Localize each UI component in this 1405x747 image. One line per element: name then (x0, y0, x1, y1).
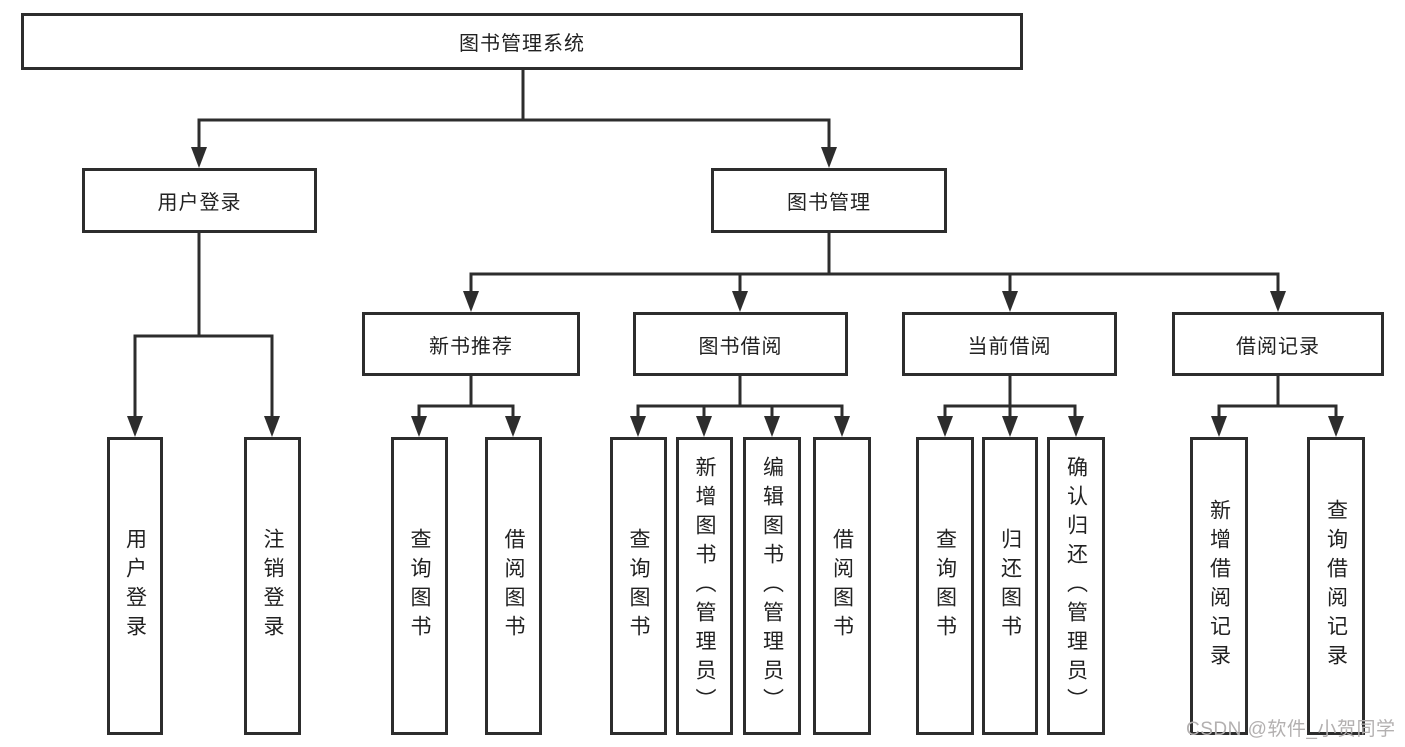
leaf-label: 编辑图书（管理员） (760, 455, 784, 717)
node-root: 图书管理系统 (21, 13, 1023, 70)
leaf-label: 查询图书 (408, 528, 431, 644)
connector-newbook-to-leaves (417, 374, 515, 420)
leaf-label: 借阅图书 (502, 528, 525, 644)
leaf-query-books: 查询图书 (916, 437, 974, 735)
leaf-confirm-return-admin: 确认归还（管理员） (1047, 437, 1105, 735)
connector-bookmgmt-to-level3 (469, 231, 1280, 295)
leaf-add-borrow-record: 新增借阅记录 (1190, 437, 1248, 735)
leaf-query-books: 查询图书 (391, 437, 448, 735)
leaf-add-book-admin: 新增图书（管理员） (676, 437, 733, 735)
leaf-label: 注销登录 (261, 528, 284, 644)
leaf-logout: 注销登录 (244, 437, 301, 735)
leaf-label: 借阅图书 (830, 528, 854, 644)
leaf-query-books: 查询图书 (610, 437, 667, 735)
connector-bookborrow-to-leaves (636, 374, 844, 420)
leaf-label: 确认归还（管理员） (1064, 455, 1088, 717)
leaf-label: 查询图书 (933, 528, 957, 644)
node-user-login: 用户登录 (82, 168, 317, 233)
leaf-label: 用户登录 (123, 528, 147, 644)
connector-currentborrow-to-leaves (943, 374, 1077, 420)
leaf-label: 查询图书 (627, 528, 650, 644)
node-borrow-records: 借阅记录 (1172, 312, 1384, 376)
leaf-label: 查询借阅记录 (1324, 499, 1348, 673)
node-book-management: 图书管理 (711, 168, 947, 233)
node-book-borrow: 图书借阅 (633, 312, 848, 376)
leaf-label: 归还图书 (998, 528, 1022, 644)
connector-root-to-level2 (197, 68, 831, 150)
leaf-borrow-books: 借阅图书 (813, 437, 871, 735)
leaf-user-login: 用户登录 (107, 437, 163, 735)
leaf-edit-book-admin: 编辑图书（管理员） (743, 437, 801, 735)
leaf-label: 新增借阅记录 (1207, 499, 1231, 673)
connector-userlogin-to-leaves (133, 231, 274, 420)
arrowhead-icons (127, 147, 1344, 437)
leaf-query-borrow-record: 查询借阅记录 (1307, 437, 1365, 735)
leaf-label: 新增图书（管理员） (693, 455, 716, 717)
connector-borrowrecord-to-leaves (1217, 374, 1338, 420)
node-new-book-recommend: 新书推荐 (362, 312, 580, 376)
leaf-borrow-books: 借阅图书 (485, 437, 542, 735)
node-current-borrow: 当前借阅 (902, 312, 1117, 376)
leaf-return-book: 归还图书 (982, 437, 1038, 735)
watermark: CSDN @软件_小贺同学 (1186, 719, 1396, 740)
